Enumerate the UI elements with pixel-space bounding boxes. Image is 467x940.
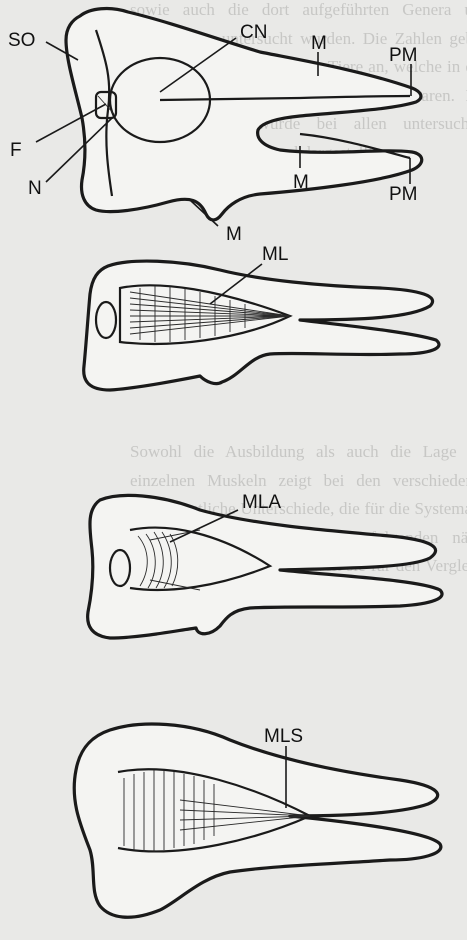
label-mla: MLA: [242, 492, 281, 513]
panel-muscle-mla: MLA: [88, 492, 442, 638]
label-n: N: [28, 178, 42, 199]
skull-outline-ml: [84, 261, 439, 390]
label-mls: MLS: [264, 726, 303, 747]
label-m-top: M: [311, 33, 327, 54]
label-cn: CN: [240, 22, 267, 43]
panel-dorsal-view: SO CN M PM F N M PM M: [8, 9, 422, 245]
panel-muscle-mls: MLS: [74, 724, 441, 917]
panel-muscle-ml: ML: [84, 244, 439, 390]
label-so: SO: [8, 30, 35, 51]
label-pm-top: PM: [389, 45, 418, 66]
label-pm-bottom: PM: [389, 184, 418, 205]
skull-outline-mla: [88, 495, 442, 638]
label-f: F: [10, 140, 22, 161]
label-m-bottom: M: [226, 224, 242, 245]
label-ml: ML: [262, 244, 288, 265]
label-m-mid: M: [293, 172, 309, 193]
skull-outline-mls: [74, 724, 441, 917]
